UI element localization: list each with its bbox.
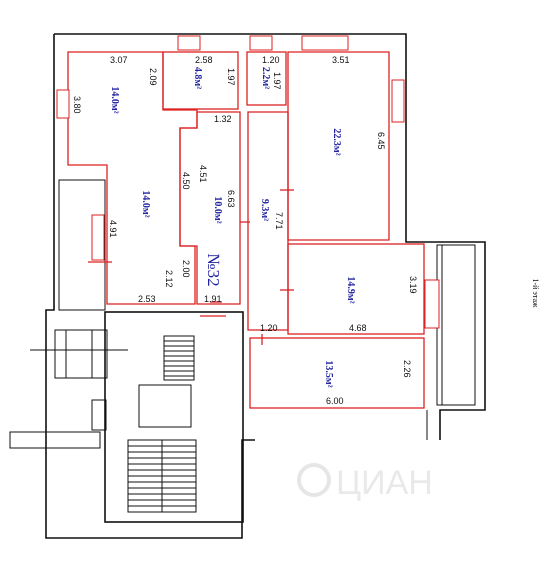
area-label-room-b: 4.8м² xyxy=(192,67,203,89)
dim-23: 6.00 xyxy=(326,396,344,406)
window-left xyxy=(56,89,70,119)
dim-17: 2.53 xyxy=(138,294,156,304)
left-window-recess xyxy=(58,179,106,311)
room-f-outline xyxy=(179,111,241,305)
window-left-low xyxy=(91,214,105,261)
window-top-2 xyxy=(249,35,273,51)
room-outlines xyxy=(67,51,425,409)
area-label-room-a: 14.0м² xyxy=(109,86,120,113)
dim-22: 2.26 xyxy=(402,360,412,378)
area-label-room-d: 22.3м² xyxy=(331,128,342,155)
dim-0: 3.07 xyxy=(110,55,128,65)
dim-7: 3.80 xyxy=(72,96,82,114)
area-label-room-h: 14.9м² xyxy=(345,276,356,303)
dim-13: 7.71 xyxy=(274,212,284,230)
room-a-outline xyxy=(67,51,198,305)
dim-15: 2.00 xyxy=(181,260,191,278)
floor-label: 1-й этаж xyxy=(531,278,540,308)
watermark-logo-icon xyxy=(297,463,331,497)
room-i-outline xyxy=(249,337,425,409)
dimension-labels: 3.07 2.58 1.20 3.51 2.09 1.97 1.97 3.80 … xyxy=(72,55,418,406)
dim-4: 2.09 xyxy=(148,68,158,86)
dim-10: 4.50 xyxy=(181,172,191,190)
balcony xyxy=(436,244,476,406)
dim-9: 6.45 xyxy=(376,132,386,150)
dim-14: 4.91 xyxy=(108,220,118,238)
openings xyxy=(56,35,440,345)
area-label-room-f: 10.0м² xyxy=(212,196,223,223)
dim-20: 1.20 xyxy=(260,323,278,333)
dim-5: 1.97 xyxy=(226,68,236,86)
stair-steps-top xyxy=(163,335,195,381)
window-balcony xyxy=(424,279,440,329)
dim-8: 1.32 xyxy=(214,114,232,124)
room-c-outline xyxy=(246,51,287,106)
dim-18: 1.91 xyxy=(204,294,222,304)
staircase xyxy=(9,311,244,523)
dim-3: 3.51 xyxy=(332,55,350,65)
building-outline xyxy=(45,33,486,539)
window-top-3 xyxy=(301,35,349,51)
window-top-1 xyxy=(177,35,201,51)
area-label-room-e: 14.0м² xyxy=(140,190,151,217)
dim-19: 3.19 xyxy=(408,276,418,294)
room-b-outline xyxy=(162,51,239,110)
watermark: ЦИАН xyxy=(297,463,433,502)
area-labels: 14.0м² 4.8м² 2.2м² 22.3м² 14.0м² 10.0м² … xyxy=(109,67,356,388)
area-label-room-c: 2.2м² xyxy=(260,67,271,89)
area-label-room-i: 13.5м² xyxy=(323,360,334,387)
dim-6: 1.97 xyxy=(272,72,282,90)
room-h-outline xyxy=(287,243,425,335)
stair-steps-bottom xyxy=(127,439,197,513)
dim-2: 1.20 xyxy=(262,55,280,65)
dim-12: 6.63 xyxy=(226,190,236,208)
watermark-text: ЦИАН xyxy=(336,464,433,502)
dim-16: 2.12 xyxy=(164,270,174,288)
window-right xyxy=(391,79,405,123)
area-label-room-g: 9.3м² xyxy=(259,199,270,221)
dim-1: 2.58 xyxy=(195,55,213,65)
dim-11: 4.51 xyxy=(198,165,208,183)
dim-21: 4.68 xyxy=(349,323,367,333)
apartment-number: №32 xyxy=(204,253,223,286)
